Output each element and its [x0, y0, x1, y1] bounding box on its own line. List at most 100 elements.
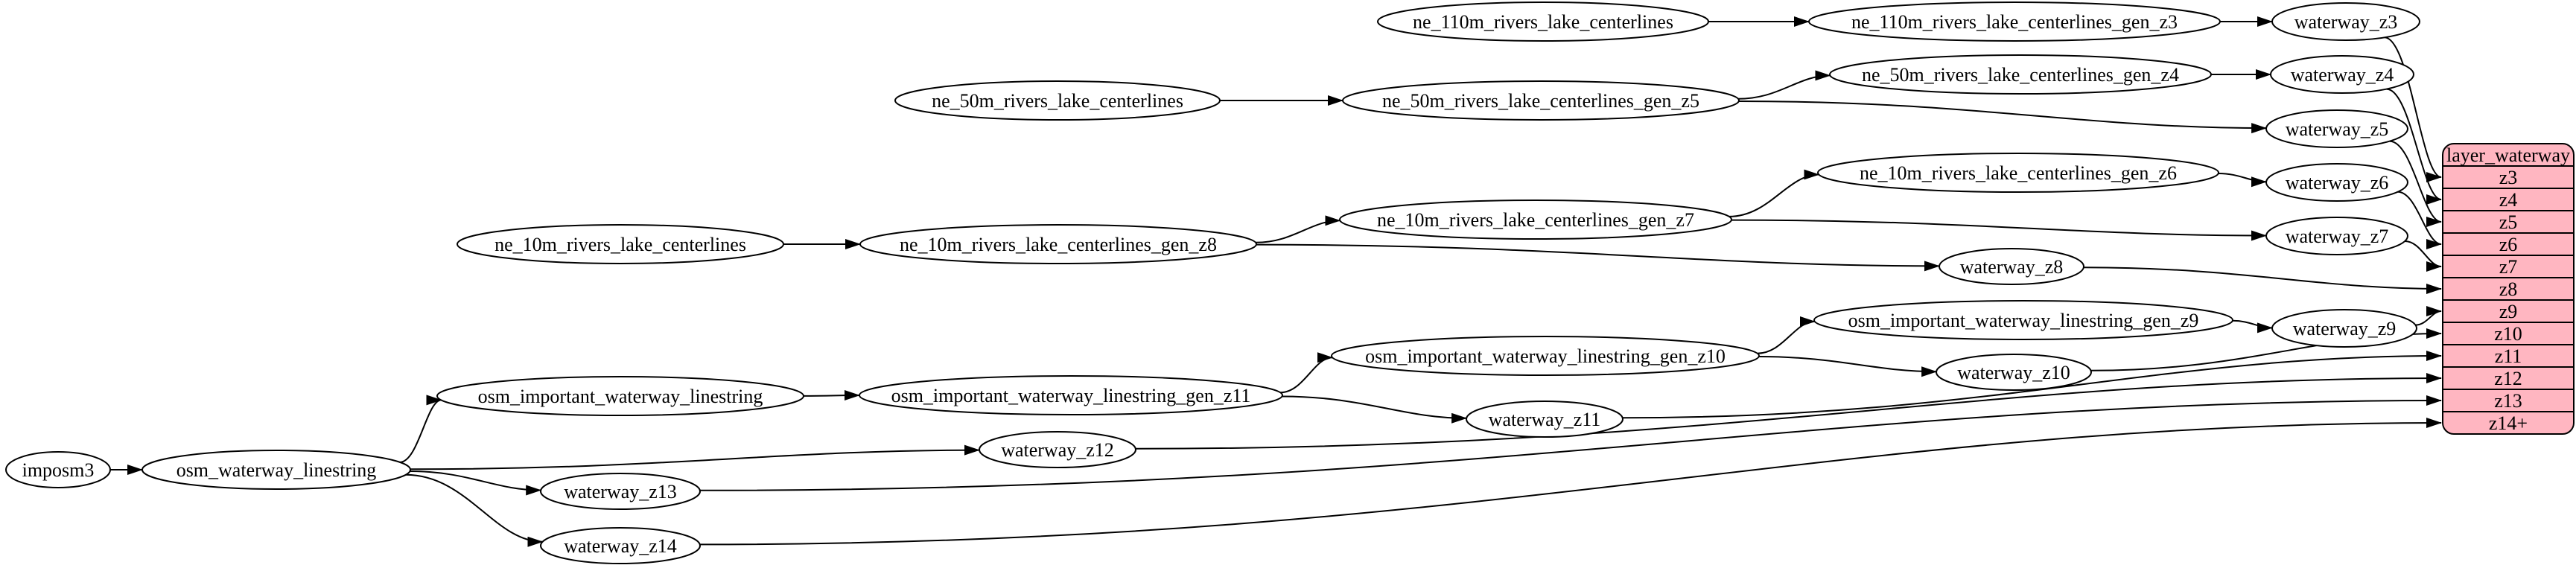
node-ellipse-waterway_z11	[1466, 401, 1623, 438]
node-ellipse-waterway_z12	[979, 431, 1136, 468]
node-label-ne_10m_rivers_lake_centerlines_gen_z8: ne_10m_rivers_lake_centerlines_gen_z8	[900, 234, 1217, 255]
edge-osm_important_waterway_linestring_gen_z10-to-waterway_z10	[1758, 356, 1938, 377]
node-ellipse-imposm3	[5, 451, 111, 488]
node-ellipse-ne_10m_rivers_lake_centerlines_gen_z6	[1817, 153, 2219, 193]
node-ellipse-waterway_z14	[540, 527, 701, 564]
node-waterway_z14: waterway_z14	[540, 527, 701, 564]
edge-ne_50m_rivers_lake_centerlines_gen_z5-to-ne_50m_rivers_lake_centerlines_gen_z4	[1737, 70, 1831, 100]
edge-ne_50m_rivers_lake_centerlines_gen_z5-to-waterway_z5	[1738, 100, 2268, 134]
node-label-ne_50m_rivers_lake_centerlines_gen_z4: ne_50m_rivers_lake_centerlines_gen_z4	[1862, 64, 2179, 86]
node-label-waterway_z11: waterway_z11	[1489, 409, 1601, 430]
node-label-osm_important_waterway_linestring_gen_z11: osm_important_waterway_linestring_gen_z1…	[891, 385, 1251, 406]
edge-ne_10m_rivers_lake_centerlines_gen_z8-to-ne_10m_rivers_lake_centerlines_gen_z7	[1256, 215, 1341, 243]
edge-ne_10m_rivers_lake_centerlines_gen_z7-to-ne_10m_rivers_lake_centerlines_gen_z6	[1729, 169, 1820, 217]
node-label-osm_important_waterway_linestring: osm_important_waterway_linestring	[478, 386, 763, 407]
table-row-z11: z11	[2495, 345, 2522, 367]
node-waterway_z12: waterway_z12	[979, 431, 1136, 468]
node-ellipse-waterway_z4	[2270, 55, 2414, 94]
node-label-osm_important_waterway_linestring_gen_z9: osm_important_waterway_linestring_gen_z9	[1848, 310, 2199, 331]
edge-osm_waterway_linestring-to-waterway_z13	[410, 470, 542, 496]
node-label-ne_50m_rivers_lake_centerlines_gen_z5: ne_50m_rivers_lake_centerlines_gen_z5	[1382, 90, 1699, 112]
node-ne_10m_rivers_lake_centerlines_gen_z6: ne_10m_rivers_lake_centerlines_gen_z6	[1817, 153, 2219, 193]
node-label-ne_10m_rivers_lake_centerlines_gen_z7: ne_10m_rivers_lake_centerlines_gen_z7	[1377, 209, 1694, 231]
node-label-waterway_z13: waterway_z13	[564, 481, 677, 502]
node-ellipse-osm_waterway_linestring	[141, 450, 411, 490]
node-waterway_z8: waterway_z8	[1939, 248, 2084, 285]
node-waterway_z9: waterway_z9	[2271, 309, 2417, 348]
edge-waterway_z13-to-layer_waterway-z13	[699, 395, 2442, 491]
node-label-ne_50m_rivers_lake_centerlines: ne_50m_rivers_lake_centerlines	[932, 90, 1183, 112]
node-ellipse-ne_50m_rivers_lake_centerlines	[894, 80, 1221, 121]
node-ne_110m_rivers_lake_centerlines_gen_z3: ne_110m_rivers_lake_centerlines_gen_z3	[1808, 1, 2221, 42]
node-label-waterway_z8: waterway_z8	[1960, 256, 2064, 278]
node-label-waterway_z3: waterway_z3	[2294, 11, 2398, 33]
node-ellipse-waterway_z10	[1936, 354, 2092, 391]
node-ellipse-ne_110m_rivers_lake_centerlines_gen_z3	[1808, 1, 2221, 42]
node-ellipse-ne_10m_rivers_lake_centerlines_gen_z8	[859, 224, 1257, 264]
node-label-waterway_z7: waterway_z7	[2286, 226, 2389, 247]
table-body	[2442, 143, 2575, 435]
node-label-osm_waterway_linestring: osm_waterway_linestring	[176, 459, 377, 481]
edge-osm_important_waterway_linestring_gen_z11-to-osm_important_waterway_linestring_gen_z10	[1280, 352, 1333, 394]
edge-osm_important_waterway_linestring_gen_z11-to-waterway_z11	[1282, 395, 1468, 424]
table-row-z5: z5	[2499, 211, 2518, 233]
node-ellipse-waterway_z13	[540, 473, 701, 510]
edge-ne_10m_rivers_lake_centerlines_gen_z8-to-waterway_z8	[1256, 243, 1940, 272]
table-row-z6: z6	[2499, 234, 2518, 255]
node-ne_10m_rivers_lake_centerlines_gen_z7: ne_10m_rivers_lake_centerlines_gen_z7	[1339, 200, 1732, 240]
edge-waterway_z14-to-layer_waterway-z14+	[699, 418, 2442, 546]
edge-osm_waterway_linestring-to-waterway_z14	[405, 473, 544, 547]
node-osm_important_waterway_linestring_gen_z9: osm_important_waterway_linestring_gen_z9	[1813, 300, 2233, 340]
node-ellipse-ne_110m_rivers_lake_centerlines	[1377, 1, 1709, 42]
node-ne_50m_rivers_lake_centerlines_gen_z5: ne_50m_rivers_lake_centerlines_gen_z5	[1342, 80, 1740, 121]
table-row-z12: z12	[2494, 368, 2522, 389]
node-label-waterway_z5: waterway_z5	[2286, 118, 2389, 140]
node-ellipse-osm_important_waterway_linestring_gen_z9	[1813, 300, 2233, 340]
node-label-ne_10m_rivers_lake_centerlines_gen_z6: ne_10m_rivers_lake_centerlines_gen_z6	[1860, 162, 2177, 184]
table-layer: layer_waterwayz3z4z5z6z7z8z9z10z11z12z13…	[2442, 143, 2575, 435]
node-layer: imposm3 osm_waterway_linestring osm_import…	[5, 1, 2420, 564]
node-waterway_z5: waterway_z5	[2265, 109, 2408, 148]
edge-waterway_z9-to-layer_waterway-z9	[2415, 306, 2442, 326]
node-osm_important_waterway_linestring_gen_z10: osm_important_waterway_linestring_gen_z1…	[1331, 336, 1760, 376]
node-ellipse-waterway_z7	[2265, 217, 2408, 255]
node-label-ne_110m_rivers_lake_centerlines: ne_110m_rivers_lake_centerlines	[1413, 11, 1673, 33]
edge-waterway_z7-to-layer_waterway-z7	[2405, 240, 2442, 272]
table-layer_waterway: layer_waterwayz3z4z5z6z7z8z9z10z11z12z13…	[2442, 143, 2575, 435]
node-ellipse-osm_important_waterway_linestring_gen_z11	[859, 375, 1283, 415]
edge-waterway_z8-to-layer_waterway-z8	[2083, 267, 2442, 294]
edge-osm_important_waterway_linestring_gen_z9-to-waterway_z9	[2232, 319, 2273, 334]
node-waterway_z10: waterway_z10	[1936, 354, 2092, 391]
table-row-z14+: z14+	[2489, 412, 2528, 434]
edge-waterway_z5-to-layer_waterway-z5	[2389, 140, 2442, 227]
table-row-z9: z9	[2499, 301, 2518, 322]
node-label-waterway_z4: waterway_z4	[2291, 64, 2394, 86]
edge-waterway_z12-to-layer_waterway-z12	[1135, 373, 2442, 450]
table-row-z13: z13	[2494, 390, 2522, 412]
edge-waterway_z4-to-layer_waterway-z4	[2386, 88, 2442, 205]
node-ellipse-waterway_z6	[2265, 163, 2408, 202]
node-ne_50m_rivers_lake_centerlines: ne_50m_rivers_lake_centerlines	[894, 80, 1221, 121]
node-waterway_z4: waterway_z4	[2270, 55, 2414, 94]
table-row-z8: z8	[2499, 278, 2518, 300]
node-label-ne_10m_rivers_lake_centerlines: ne_10m_rivers_lake_centerlines	[494, 234, 746, 255]
table-header-label: layer_waterway	[2446, 144, 2570, 166]
node-ne_50m_rivers_lake_centerlines_gen_z4: ne_50m_rivers_lake_centerlines_gen_z4	[1829, 54, 2212, 95]
table-row-z7: z7	[2499, 256, 2518, 278]
table-row-z3: z3	[2499, 167, 2518, 188]
edge-osm_important_waterway_linestring-to-osm_important_waterway_linestring_gen_z11	[803, 390, 860, 401]
node-label-imposm3: imposm3	[22, 459, 95, 481]
node-imposm3: imposm3	[5, 451, 111, 488]
edge-osm_waterway_linestring-to-osm_important_waterway_linestring	[399, 395, 442, 463]
table-row-z4: z4	[2499, 189, 2518, 211]
node-ellipse-waterway_z8	[1939, 248, 2084, 285]
node-ne_10m_rivers_lake_centerlines: ne_10m_rivers_lake_centerlines	[457, 224, 784, 264]
node-ne_10m_rivers_lake_centerlines_gen_z8: ne_10m_rivers_lake_centerlines_gen_z8	[859, 224, 1257, 264]
node-ellipse-osm_important_waterway_linestring_gen_z10	[1331, 336, 1760, 376]
node-waterway_z11: waterway_z11	[1466, 401, 1623, 438]
table-row-z10: z10	[2494, 323, 2522, 345]
node-label-waterway_z6: waterway_z6	[2286, 172, 2389, 194]
node-osm_important_waterway_linestring_gen_z11: osm_important_waterway_linestring_gen_z1…	[859, 375, 1283, 415]
edge-osm_waterway_linestring-to-waterway_z12	[410, 444, 980, 470]
